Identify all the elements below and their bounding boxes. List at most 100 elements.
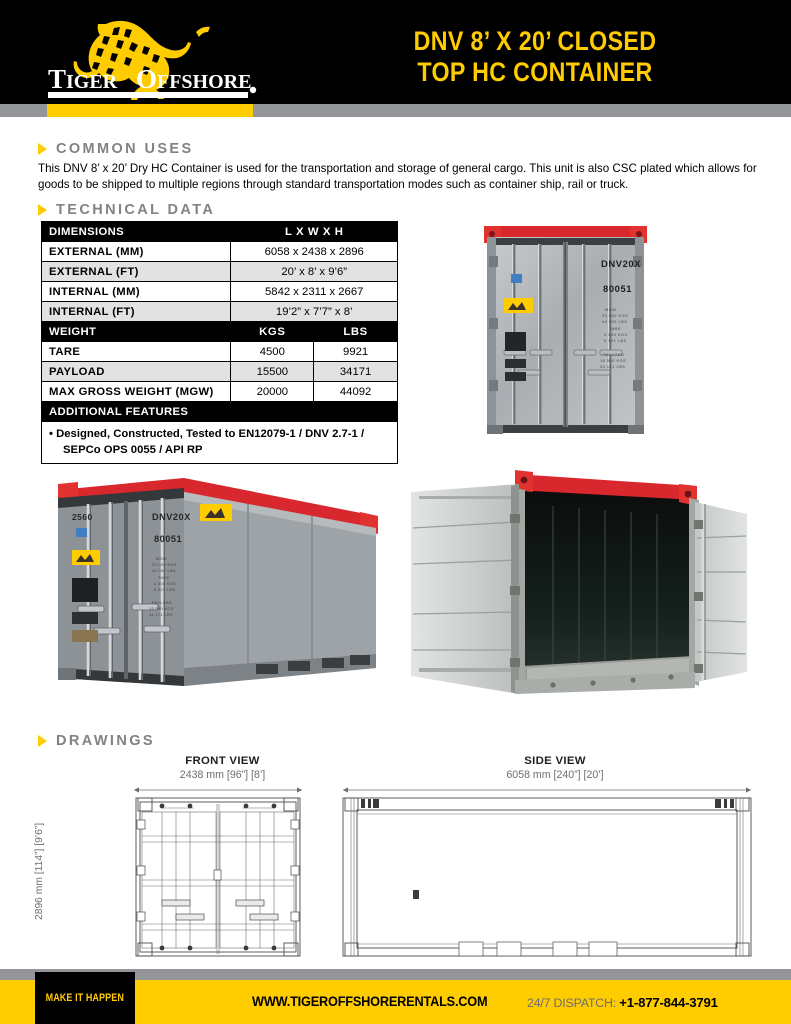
footer-tagline: MAKE IT HAPPEN (45, 992, 125, 1004)
page-title-line-2: TOP HC CONTAINER (417, 57, 653, 88)
footer-tagline-block: MAKE IT HAPPEN (35, 972, 135, 1024)
dimensions-header-value: L X W X H (230, 221, 398, 242)
triangle-bullet-icon (38, 204, 47, 216)
additional-features-header: ADDITIONAL FEATURES (41, 401, 398, 422)
page-title: DNV 8’ X 20’ CLOSED TOP HC CONTAINER (333, 26, 737, 89)
container-three-quarter-photo: DNV20X 80051 2560 MGW 20 000 KGS 44 092 … (44, 472, 390, 694)
row-label: INTERNAL (MM) (40, 281, 232, 302)
table-row: INTERNAL (MM) 5842 x 2311 x 2667 (40, 281, 398, 302)
row-label: PAYLOAD (40, 361, 232, 382)
svg-text:15 500 KGS: 15 500 KGS (600, 358, 626, 363)
svg-text:FFSHORE: FFSHORE (157, 71, 251, 93)
container-doors-open-photo (403, 468, 755, 700)
footer-rule-gray (0, 969, 791, 980)
table-row: INTERNAL (FT) 19’2” x 7’7” x 8’ (40, 301, 398, 322)
front-view-height-label: 2896 mm [114”] [9’6”] (34, 822, 45, 920)
table-row: PAYLOAD 15500 34171 (40, 361, 398, 382)
row-value: 19’2” x 7’7” x 8’ (230, 301, 398, 322)
svg-text:20 000 KGS: 20 000 KGS (152, 563, 177, 567)
svg-text:2560: 2560 (72, 512, 93, 522)
section-label: TECHNICAL DATA (56, 202, 216, 218)
table-row: MAX GROSS WEIGHT (MGW) 20000 44092 (40, 381, 398, 402)
row-value: 6058 x 2438 x 2896 (230, 241, 398, 262)
container-front-photo-graphic: DNV20X 80051 MGW 20 000 KGS 44 092 LBS T… (478, 222, 653, 437)
row-value-lbs: 44092 (313, 381, 398, 402)
table-row: TARE 4500 9921 (40, 341, 398, 362)
svg-text:80051: 80051 (154, 534, 182, 544)
row-label: MAX GROSS WEIGHT (MGW) (40, 381, 232, 402)
front-view-width-label: 2438 mm [96”] [8’] (179, 769, 266, 781)
section-label: DRAWINGS (56, 733, 155, 749)
side-view-drawing-graphic (342, 787, 752, 957)
svg-text:15 500 KGS: 15 500 KGS (149, 607, 174, 611)
weight-header-kgs: KGS (230, 321, 315, 342)
svg-text:T: T (48, 64, 66, 94)
table-row: EXTERNAL (FT) 20’ x 8’ x 9’6” (40, 261, 398, 282)
row-label: INTERNAL (FT) (40, 301, 232, 322)
footer-dispatch-phone[interactable]: +1-877-844-3791 (619, 995, 718, 1010)
footer-dispatch: 24/7 DISPATCH: +1-877-844-3791 (527, 995, 718, 1010)
svg-text:PAYLOAD: PAYLOAD (603, 352, 624, 357)
svg-text:9 921 LBS: 9 921 LBS (154, 588, 175, 592)
tiger-offshore-logo: T IGER O FFSHORE (44, 14, 258, 106)
row-label: EXTERNAL (FT) (40, 261, 232, 282)
technical-data-table: DIMENSIONS L X W X H EXTERNAL (MM) 6058 … (40, 221, 398, 464)
svg-text:DNV20X: DNV20X (601, 258, 641, 269)
svg-text:9 921 LBS: 9 921 LBS (604, 338, 627, 343)
row-value-kgs: 4500 (230, 341, 315, 362)
page-header: T IGER O FFSHORE DNV 8’ X 20’ CLOSED TOP… (0, 0, 791, 104)
side-view-length-label: 6058 mm [240”] [20’] (506, 769, 604, 781)
weight-header-lbs: LBS (313, 321, 398, 342)
front-view-drawing-graphic (134, 787, 302, 957)
container-three-quarter-graphic: DNV20X 80051 2560 MGW 20 000 KGS 44 092 … (44, 472, 390, 694)
section-heading-technical-data: TECHNICAL DATA (38, 202, 215, 218)
section-label: COMMON USES (56, 141, 194, 157)
svg-text:80051: 80051 (603, 283, 632, 294)
front-view-title: FRONT VIEW (185, 755, 260, 767)
table-row: EXTERNAL (MM) 6058 x 2438 x 2896 (40, 241, 398, 262)
svg-text:MGW: MGW (156, 557, 167, 561)
triangle-bullet-icon (38, 735, 47, 747)
container-front-doors-photo: DNV20X 80051 MGW 20 000 KGS 44 092 LBS T… (478, 222, 653, 437)
triangle-bullet-icon (38, 143, 47, 155)
page-title-line-1: DNV 8’ X 20’ CLOSED (413, 26, 657, 56)
svg-text:DNV20X: DNV20X (152, 512, 191, 522)
container-doors-open-graphic (403, 468, 755, 700)
tiger-logo-icon: T IGER O FFSHORE (48, 20, 257, 101)
front-view-drawing (118, 784, 318, 964)
svg-text:MGW: MGW (605, 307, 616, 312)
section-heading-drawings: DRAWINGS (38, 733, 155, 749)
svg-text:44 092 LBS: 44 092 LBS (602, 319, 627, 324)
row-value-kgs: 15500 (230, 361, 315, 382)
table-row-additional-features: • Designed, Constructed, Tested to EN120… (41, 421, 398, 464)
footer-website-link[interactable]: WWW.TIGEROFFSHORERENTALS.COM (252, 994, 488, 1009)
feature-line-2: SEPCo OPS 0055 / API RP (63, 444, 203, 457)
svg-text:IGER: IGER (66, 71, 118, 93)
svg-text:TARE: TARE (158, 576, 170, 580)
row-label: EXTERNAL (MM) (40, 241, 232, 262)
row-value: 5842 x 2311 x 2667 (230, 281, 398, 302)
section-heading-common-uses: COMMON USES (38, 141, 194, 157)
row-value: 20’ x 8’ x 9’6” (230, 261, 398, 282)
svg-text:O: O (136, 64, 157, 94)
header-rule-yellow (47, 104, 253, 117)
svg-text:4 500 KGS: 4 500 KGS (604, 332, 628, 337)
row-value-lbs: 9921 (313, 341, 398, 362)
weight-header-label: WEIGHT (40, 321, 232, 342)
feature-line-1: • Designed, Constructed, Tested to EN120… (49, 427, 365, 440)
table-row-header-dimensions: DIMENSIONS L X W X H (40, 221, 398, 242)
svg-text:PAYLOAD: PAYLOAD (152, 601, 172, 605)
row-value-lbs: 34171 (313, 361, 398, 382)
side-view-title: SIDE VIEW (524, 755, 586, 767)
svg-text:20 000 KGS: 20 000 KGS (602, 313, 628, 318)
side-view-drawing (335, 784, 759, 964)
intro-line-2: be shipped to multiple regions through s… (85, 178, 629, 192)
table-row-header-weight: WEIGHT KGS LBS (40, 321, 398, 342)
svg-text:TARE: TARE (609, 326, 621, 331)
svg-text:34 171 LBS: 34 171 LBS (149, 613, 173, 617)
additional-features-cell: • Designed, Constructed, Tested to EN120… (41, 421, 398, 464)
row-label: TARE (40, 341, 232, 362)
intro-line-1: This DNV 8’ x 20’ Dry HC Container is us… (38, 162, 757, 192)
common-uses-paragraph: This DNV 8’ x 20’ Dry HC Container is us… (38, 161, 758, 194)
